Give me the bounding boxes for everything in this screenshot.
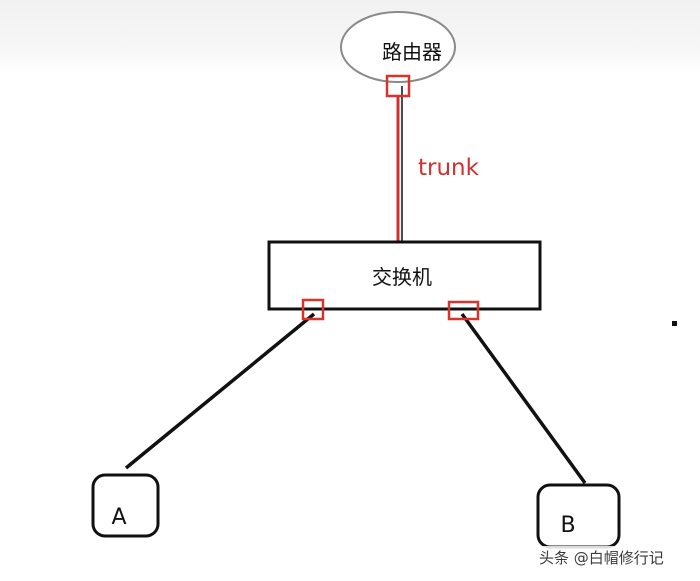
router-label: 路由器: [382, 40, 442, 64]
host-b-box: [536, 483, 621, 549]
switch-port-left: [301, 298, 325, 321]
switch-box: [267, 240, 542, 311]
stray-dot: [672, 321, 677, 326]
watermark: 头条 @白帽修行记: [536, 546, 667, 572]
host-a-box: [91, 473, 160, 538]
host-a-label: A: [111, 505, 126, 530]
link-to-b: [460, 312, 587, 485]
trunk-link: trunk: [396, 86, 480, 243]
switch-node: 交换机: [267, 240, 542, 311]
trunk-label: trunk: [418, 155, 480, 181]
host-b-label: B: [560, 513, 575, 538]
host-a: A: [91, 473, 160, 538]
switch-port-right: [447, 300, 480, 321]
router-port: [385, 74, 411, 98]
link-to-a: [124, 312, 316, 470]
router-ellipse: [340, 11, 456, 83]
host-b: B: [536, 483, 621, 549]
router-node: 路由器: [340, 11, 456, 83]
switch-label: 交换机: [372, 265, 432, 289]
